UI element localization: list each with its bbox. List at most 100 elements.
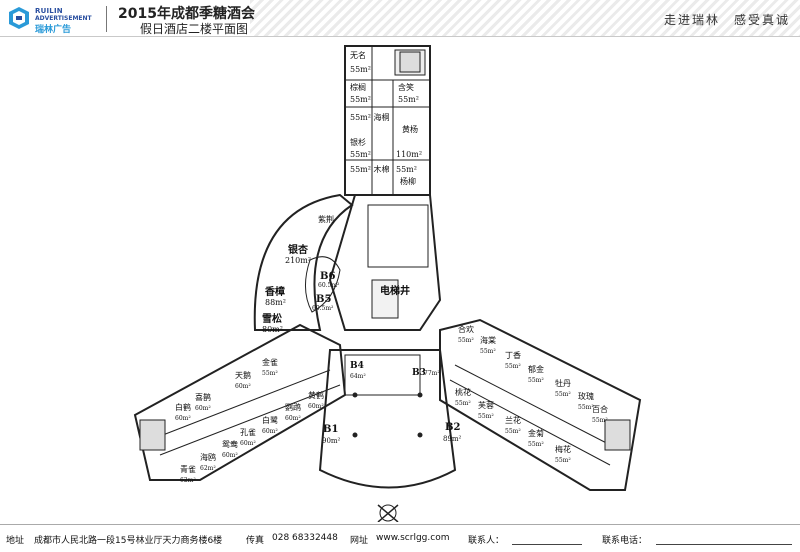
room-meigui-area: 55m² xyxy=(578,404,594,411)
footer-web: www.scrlgg.com xyxy=(376,533,450,543)
footer-web-label: 网址 xyxy=(350,536,369,546)
page-subtitle: 假日酒店二楼平面图 xyxy=(140,22,249,36)
room-b3-name: B3 xyxy=(412,368,426,378)
room-kongque-name: 孔雀 xyxy=(240,427,256,437)
room-b1-area: 90m² xyxy=(322,437,341,445)
room-furong-name: 芙蓉 xyxy=(478,400,494,410)
room-b4-name: B4 xyxy=(350,361,364,371)
room-bailu-area: 60m² xyxy=(262,428,278,435)
room-b3-area: 77m² xyxy=(424,370,440,377)
room-furong-area: 55m² xyxy=(478,413,494,420)
room-dingxiang-area: 55m² xyxy=(505,363,521,370)
room-lanhua-name: 兰花 xyxy=(505,415,521,425)
room-b6-name: B6 xyxy=(320,271,335,282)
room-xiqu-name: 喜鹊 xyxy=(195,392,211,402)
room-yinshan-name: 银杉 xyxy=(350,137,366,147)
room-meihua-name: 梅花 xyxy=(555,444,571,454)
footer-address: 成都市人民北路一段15号林业厅天力商务楼6楼 xyxy=(34,536,223,546)
page-title: 2015年成都季糖酒会 xyxy=(118,6,255,22)
room-b2-area: 89m² xyxy=(443,435,462,443)
room-dingxiang-name: 丁香 xyxy=(505,350,521,360)
west-arc-outline xyxy=(253,193,354,331)
room-huanghe-area: 60m² xyxy=(308,403,324,410)
phone-underline xyxy=(656,544,792,545)
room-huanghe-name: 黄鹤 xyxy=(308,390,324,400)
footer-address-label: 地址 xyxy=(6,536,25,546)
room-haitang-name: 海棠 xyxy=(480,335,496,345)
header-divider xyxy=(106,6,107,32)
room-jinque-name: 金雀 xyxy=(262,357,278,367)
room-wuming-area: 55m² xyxy=(350,65,371,74)
central-hall-block xyxy=(367,204,429,268)
logo-text-en-line2: ADVERTISEMENT xyxy=(35,15,92,22)
room-yuanyang-name: 鸳鸯 xyxy=(222,439,238,449)
room-yinxing-area: 210m² xyxy=(285,256,311,265)
room-mudan-area: 55m² xyxy=(555,391,571,398)
room-baihe2-name: 白鹤 xyxy=(175,402,191,412)
room-yujin-area: 55m² xyxy=(528,377,544,384)
room-jinju-name: 金菊 xyxy=(528,428,544,438)
room-yangliu-name: 杨柳 xyxy=(400,176,416,186)
room-yingwu-name: 鹦鹉 xyxy=(285,402,301,412)
room-hanxiao-name: 含笑 xyxy=(398,82,414,92)
room-zonglv-area: 55m² xyxy=(350,95,371,104)
header-pattern xyxy=(250,0,800,36)
room-hanxiao-area: 55m² xyxy=(398,95,419,104)
room-mudan-name: 牡丹 xyxy=(555,378,571,388)
room-b5-area: 60.5m² xyxy=(312,305,334,312)
room-baihe-area: 55m² xyxy=(592,417,608,424)
lobby-outline xyxy=(318,349,457,489)
room-yingwu-area: 60m² xyxy=(285,415,301,422)
room-huangyang-area: 110m² xyxy=(396,150,422,159)
room-b6-area: 60.5m² xyxy=(318,282,340,289)
room-qingque-name: 青雀 xyxy=(180,464,196,474)
b6-b5-pod xyxy=(305,256,341,313)
room-haitong-name: 55m² 海桐 xyxy=(350,112,390,122)
room-meihua-area: 55m² xyxy=(555,457,571,464)
room-b1-name: B1 xyxy=(323,424,338,435)
room-taohua-name: 桃花 xyxy=(455,387,471,397)
east-wing-outline xyxy=(439,318,642,491)
room-xiangzhang-name: 香樟 xyxy=(265,285,285,298)
room-b5-name: B5 xyxy=(316,294,331,305)
room-yinxing-name: 银杏 xyxy=(288,243,308,256)
room-hehuan-name: 合欢 xyxy=(458,324,474,334)
header: RUILIN ADVERTISEMENT 瑞林广告 2015年成都季糖酒会 假日… xyxy=(0,0,800,37)
footer-phone-label: 联系电话： xyxy=(602,536,648,546)
room-lanhua-area: 55m² xyxy=(505,428,521,435)
room-xiangzhang-area: 88m² xyxy=(265,298,286,307)
room-b2-name: B2 xyxy=(445,422,460,433)
room-yinshan-area: 55m² xyxy=(350,150,371,159)
room-yujin-name: 郁金 xyxy=(528,364,544,374)
room-qingque-area: 62m² xyxy=(180,477,196,484)
room-xiqu-area: 60m² xyxy=(195,405,211,412)
room-yuanyang-area: 60m² xyxy=(222,452,238,459)
central-hall-outline xyxy=(328,194,442,331)
room-haiou-name: 海鸥 xyxy=(200,452,216,462)
room-wuming-name: 无名 xyxy=(350,50,366,60)
room-tiane-area: 60m² xyxy=(235,383,251,390)
room-haitang-area: 55m² xyxy=(480,348,496,355)
room-zonglv-name: 棕榈 xyxy=(350,82,366,92)
room-mumian-area: 55m² xyxy=(396,165,417,174)
room-huangyang-name: 黄杨 xyxy=(402,124,418,134)
room-jinque-area: 55m² xyxy=(262,370,278,377)
room-tiane-name: 天鹅 xyxy=(235,370,251,380)
footer: 地址 成都市人民北路一段15号林业厅天力商务楼6楼 传真 028 6833244… xyxy=(0,524,800,552)
room-xuesong-area: 80m² xyxy=(262,325,283,334)
logo-text-cn: 瑞林广告 xyxy=(35,25,72,35)
floor-plan: 无名 55m² 棕榈 55m² 含笑 55m² 55m² 海桐 银杉 55m² … xyxy=(133,45,642,522)
footer-contact-label: 联系人： xyxy=(468,536,505,546)
logo-text-en-line1: RUILIN xyxy=(35,7,63,15)
room-hehuan-area: 55m² xyxy=(458,337,474,344)
room-jingong-name: 紫荆 xyxy=(318,214,334,224)
room-kongque-area: 60m² xyxy=(240,440,256,447)
room-bailu-name: 白鹭 xyxy=(262,415,278,425)
room-taohua-area: 55m² xyxy=(455,400,471,407)
room-jinju-area: 55m² xyxy=(528,441,544,448)
contact-underline xyxy=(512,544,582,545)
room-meigui-name: 玫瑰 xyxy=(578,391,594,401)
footer-fax: 028 68332448 xyxy=(272,533,338,543)
room-elevator-name: 电梯井 xyxy=(380,284,410,297)
room-haiou-area: 62m² xyxy=(200,465,216,472)
